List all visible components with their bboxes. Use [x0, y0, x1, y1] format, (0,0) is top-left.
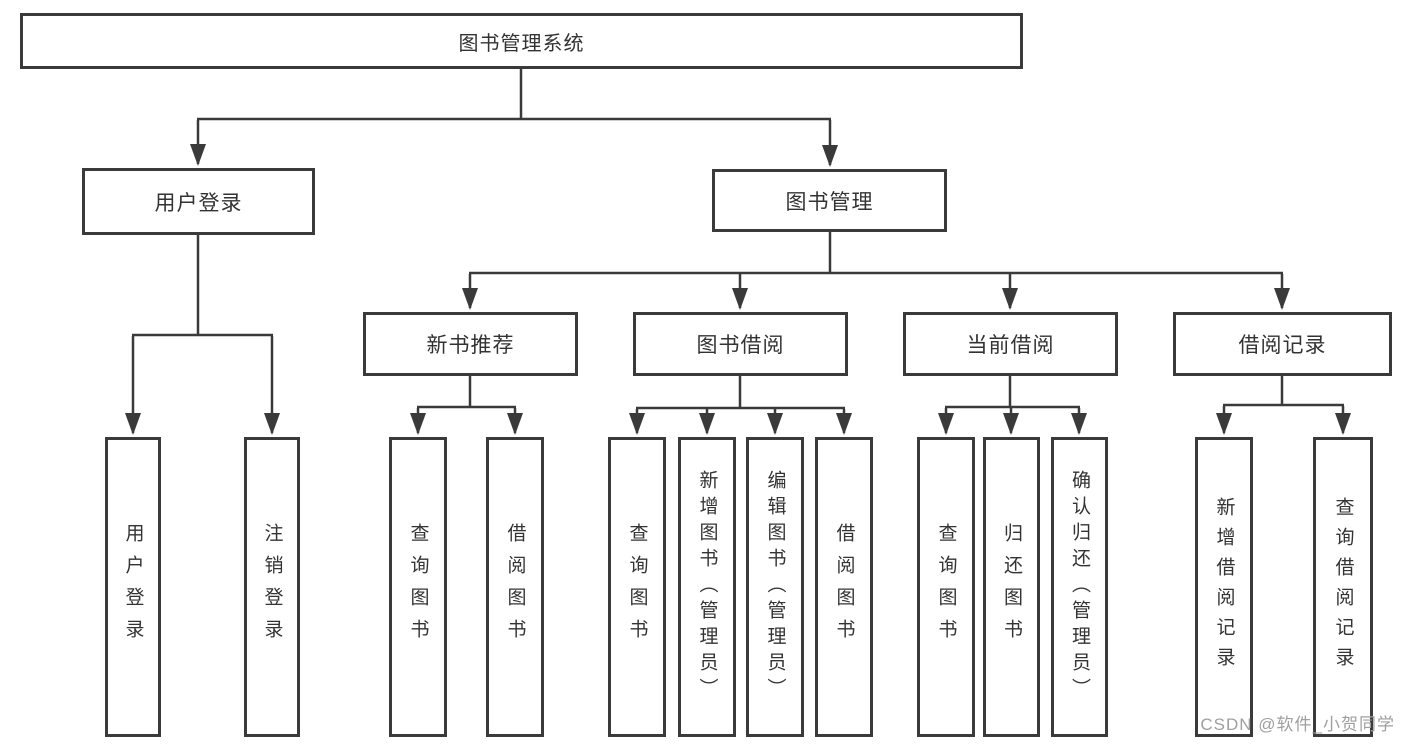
node-current-borrowing: 当前借阅: [903, 312, 1118, 376]
leaf-borrow-books-borrowing: 借阅图书: [815, 437, 873, 737]
leaf-confirm-return-admin: 确认归还（管理员）: [1051, 437, 1108, 737]
node-label: 注销登录: [261, 523, 283, 651]
leaf-return-books: 归还图书: [983, 437, 1040, 737]
leaf-borrow-books-recommend: 借阅图书: [486, 437, 544, 737]
leaf-query-books-borrowing: 查询图书: [608, 437, 666, 737]
leaf-user-login: 用户登录: [105, 437, 161, 737]
node-library-management-system: 图书管理系统: [20, 13, 1023, 69]
node-book-management: 图书管理: [712, 169, 947, 232]
leaf-query-books-recommend: 查询图书: [389, 437, 447, 737]
node-new-book-recommendation: 新书推荐: [363, 312, 578, 376]
node-label: 编辑图书（管理员）: [764, 470, 786, 704]
leaf-logout-login: 注销登录: [244, 437, 300, 737]
node-book-borrowing: 图书借阅: [633, 312, 848, 376]
node-label: 查询图书: [407, 523, 429, 651]
node-label: 查询图书: [935, 523, 957, 651]
node-borrowing-records: 借阅记录: [1173, 312, 1392, 376]
node-label: 新书推荐: [426, 334, 515, 357]
node-label: 图书借阅: [696, 334, 785, 357]
node-label: 查询图书: [626, 523, 648, 651]
leaf-query-books-current: 查询图书: [917, 437, 975, 737]
node-label: 借阅记录: [1238, 334, 1327, 357]
node-label: 当前借阅: [966, 334, 1055, 357]
node-label: 用户登录: [122, 523, 144, 651]
leaf-add-borrow-record: 新增借阅记录: [1195, 437, 1253, 737]
node-label: 用户登录: [154, 191, 243, 215]
node-label: 确认归还（管理员）: [1069, 470, 1090, 704]
csdn-watermark: CSDN @软件_小贺同学: [1200, 715, 1395, 734]
leaf-edit-books-admin: 编辑图书（管理员）: [746, 437, 804, 737]
node-label: 借阅图书: [833, 523, 855, 651]
leaf-query-borrow-record: 查询借阅记录: [1313, 437, 1373, 737]
node-label: 图书管理系统: [458, 32, 585, 55]
node-label: 新增图书（管理员）: [696, 470, 718, 704]
node-label: 查询借阅记录: [1332, 497, 1354, 677]
leaf-add-books-admin: 新增图书（管理员）: [678, 437, 736, 737]
node-user-login: 用户登录: [82, 168, 315, 235]
node-label: 新增借阅记录: [1213, 497, 1235, 677]
node-label: 归还图书: [1001, 523, 1022, 651]
node-label: 图书管理: [785, 190, 874, 214]
node-label: 借阅图书: [504, 523, 526, 651]
